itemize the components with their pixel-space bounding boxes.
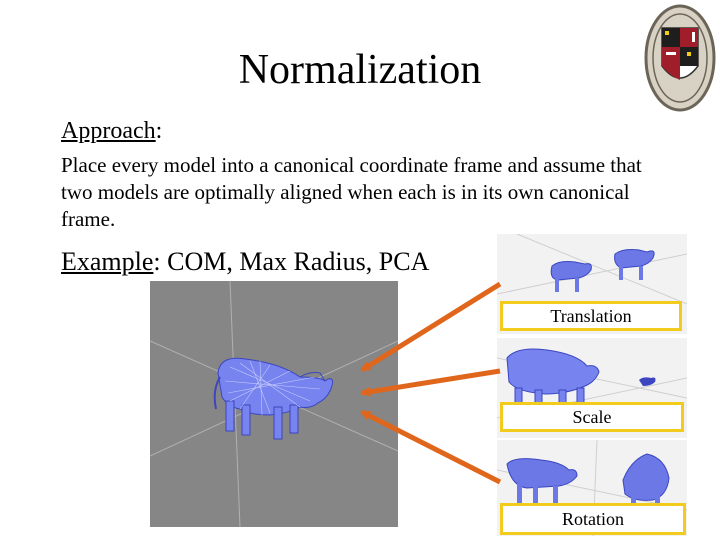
approach-heading: Approach (61, 118, 156, 144)
university-seal-icon (644, 4, 716, 112)
approach-colon: : (155, 118, 163, 144)
translation-label: Translation (500, 301, 682, 331)
example-line: Example: COM, Max Radius, PCA (61, 246, 429, 278)
arrow-scale (360, 368, 501, 397)
arrow-translation (360, 281, 502, 373)
rotation-label: Rotation (500, 503, 686, 535)
arrow-rotation (360, 409, 502, 485)
approach-line: Approach: (61, 116, 162, 146)
cow-mesh-icon (497, 234, 687, 305)
example-heading: Example (61, 247, 154, 276)
cow-mesh-icon (149, 280, 399, 528)
approach-description: Place every model into a canonical coord… (61, 153, 642, 231)
model-viewport (149, 280, 399, 528)
example-text: : COM, Max Radius, PCA (153, 247, 430, 276)
slide-title: Normalization (238, 47, 482, 93)
scale-label: Scale (500, 402, 684, 432)
